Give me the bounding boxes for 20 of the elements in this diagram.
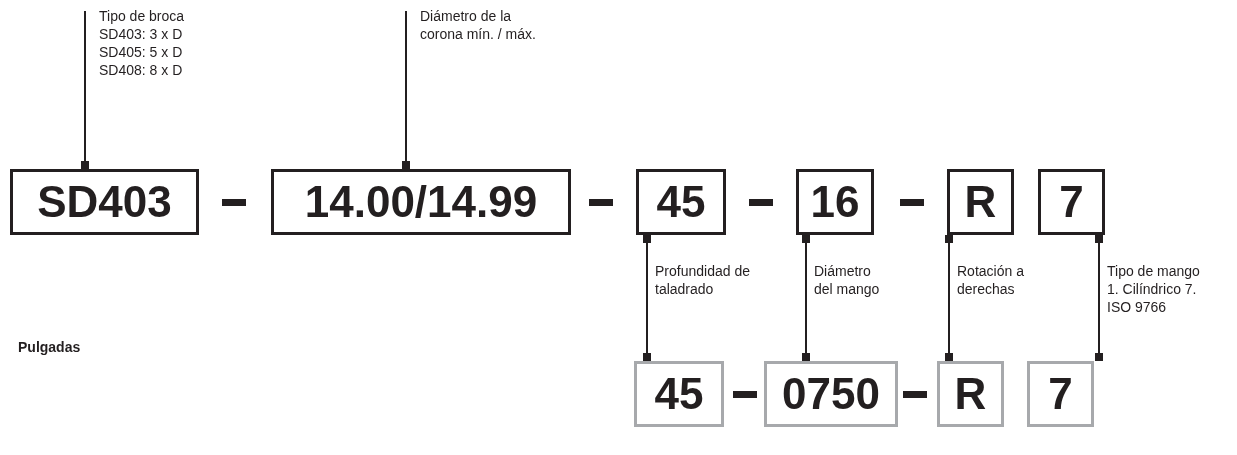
leader-line [802, 234, 810, 362]
leader-line [945, 234, 953, 362]
code-box: 0750 [764, 361, 898, 427]
code-box: 7 [1038, 169, 1105, 235]
code-box: 45 [634, 361, 724, 427]
leader-line [1095, 234, 1103, 362]
code-box: R [947, 169, 1014, 235]
code-box: SD403 [10, 169, 199, 235]
code-box: 14.00/14.99 [271, 169, 571, 235]
leader-line [402, 10, 410, 170]
code-box: 7 [1027, 361, 1094, 427]
code-box: 16 [796, 169, 874, 235]
code-box: 45 [636, 169, 726, 235]
callout-text: Diámetro de la corona mín. / máx. [420, 7, 550, 43]
leader-line [81, 10, 89, 170]
note-text: Pulgadas [18, 338, 81, 356]
leader-line [643, 234, 651, 362]
code-box: R [937, 361, 1004, 427]
callout-text: Tipo de broca SD403: 3 x D SD405: 5 x D SD408: 8 x D [99, 7, 185, 79]
edge-label: Diámetro del mango [814, 262, 880, 298]
